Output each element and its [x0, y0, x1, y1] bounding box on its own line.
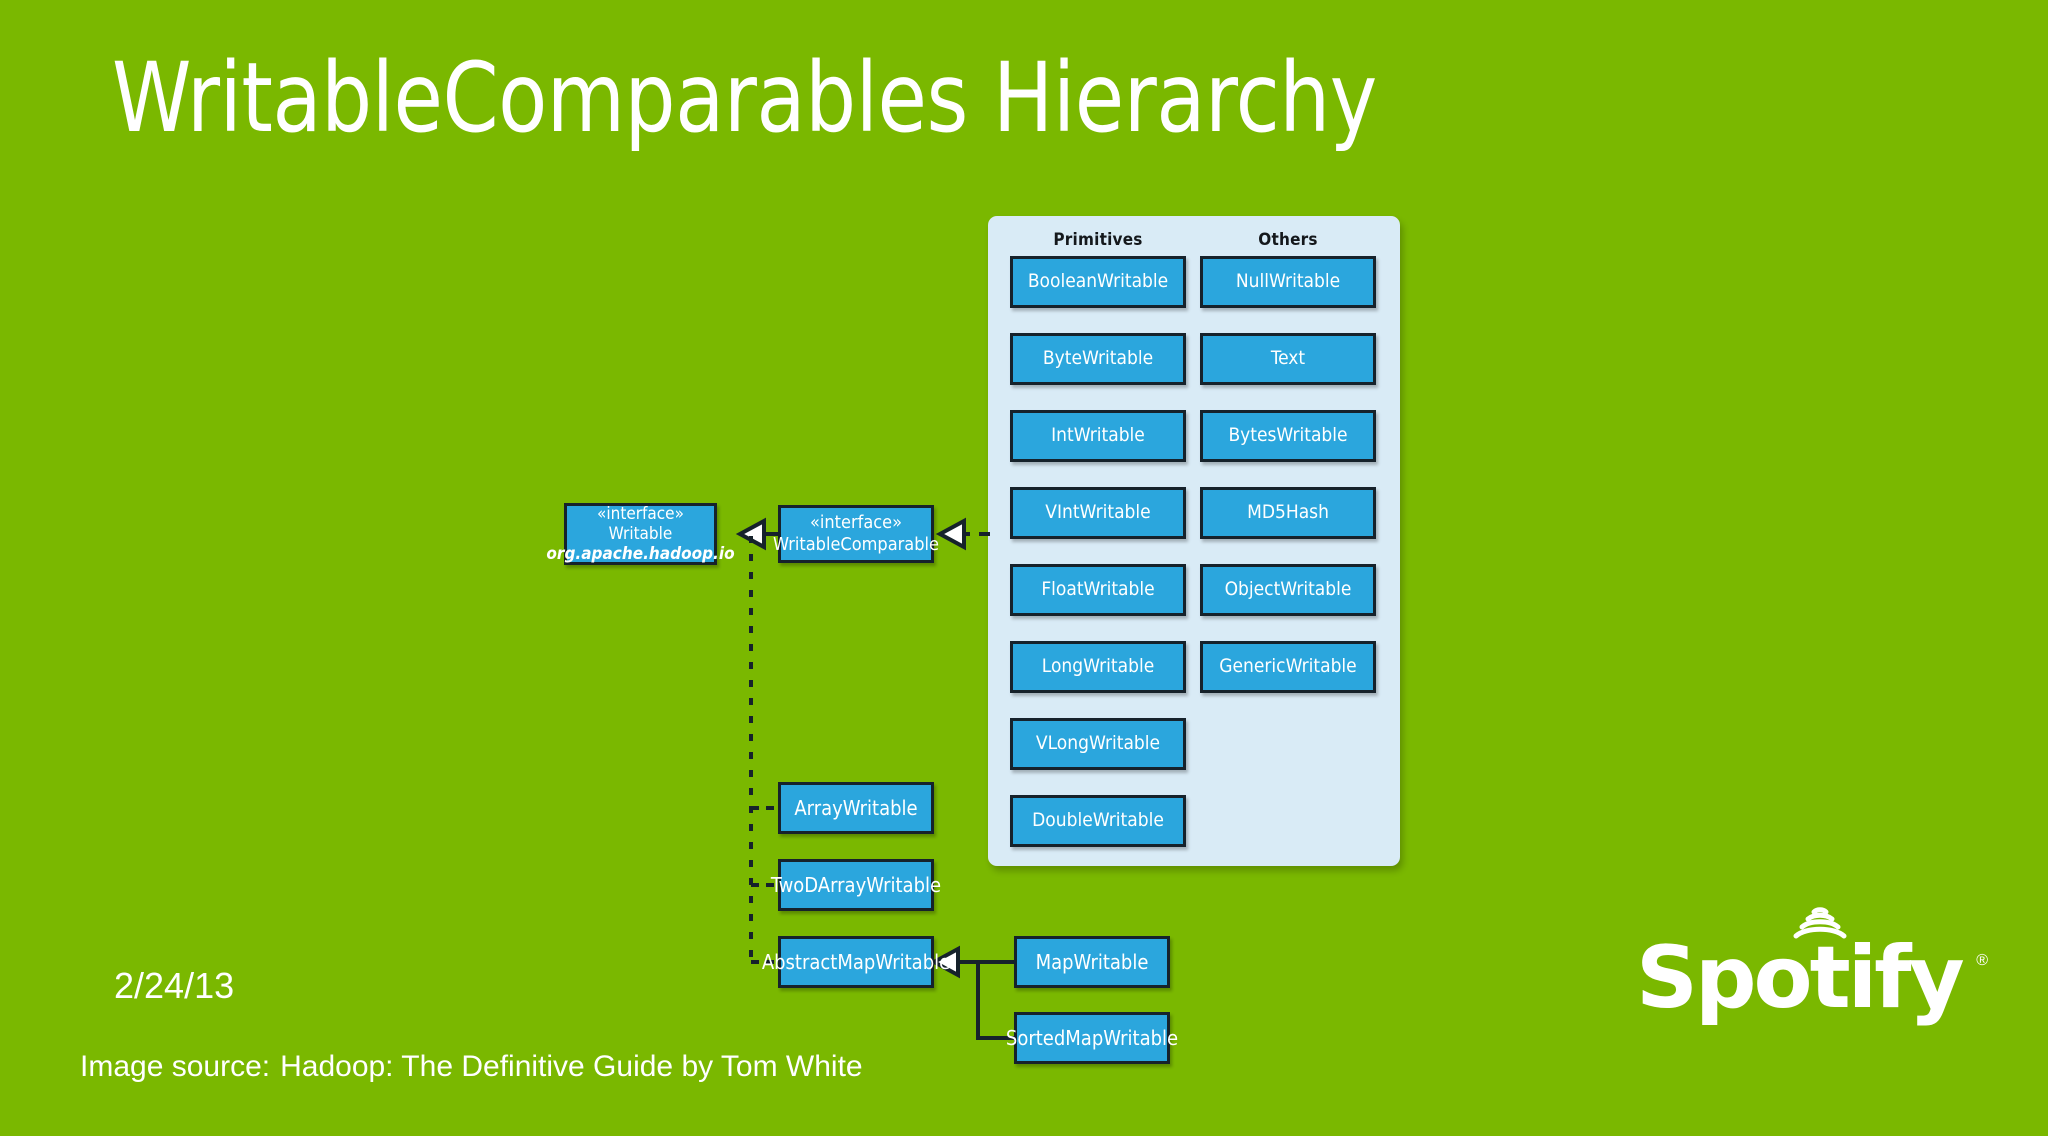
spotify-wifi-arcs-icon: [1793, 907, 1847, 939]
node-twod-array-writable[interactable]: TwoDArrayWritable: [771, 859, 941, 911]
writablecomparable-stereotype: «interface»: [809, 512, 903, 534]
writable-stereotype: «interface»: [597, 503, 684, 524]
column-header-others: Others: [1258, 230, 1318, 250]
page-title: WritableComparables Hierarchy: [112, 42, 1377, 154]
node-float-writable[interactable]: FloatWritable: [1010, 564, 1186, 616]
node-abstract-map-writable[interactable]: AbstractMapWritable: [762, 936, 950, 988]
column-header-primitives: Primitives: [1053, 230, 1143, 250]
node-sorted-map-writable[interactable]: SortedMapWritable: [1006, 1012, 1178, 1064]
node-byte-writable[interactable]: ByteWritable: [1010, 333, 1186, 385]
node-text[interactable]: Text: [1200, 333, 1376, 385]
slide-date: 2/24/13: [114, 965, 235, 1006]
spotify-wordmark: Spotify: [1636, 928, 1965, 1028]
node-vint-writable[interactable]: VIntWritable: [1010, 487, 1186, 539]
node-generic-writable[interactable]: GenericWritable: [1200, 641, 1376, 693]
node-map-writable[interactable]: MapWritable: [1014, 936, 1170, 988]
node-vlong-writable[interactable]: VLongWritable: [1010, 718, 1186, 770]
node-long-writable[interactable]: LongWritable: [1010, 641, 1186, 693]
node-object-writable[interactable]: ObjectWritable: [1200, 564, 1376, 616]
node-md5-hash[interactable]: MD5Hash: [1200, 487, 1376, 539]
arrowhead-generalization-writable: [735, 517, 766, 551]
writable-package: org.apache.hadoop.io: [546, 544, 735, 565]
node-double-writable[interactable]: DoubleWritable: [1010, 795, 1186, 847]
node-array-writable[interactable]: ArrayWritable: [778, 782, 934, 834]
writable-name: Writable: [608, 523, 673, 544]
node-int-writable[interactable]: IntWritable: [1010, 410, 1186, 462]
image-source-credit: Image source: Hadoop: The Definitive Guid…: [80, 1050, 863, 1084]
node-bytes-writable[interactable]: BytesWritable: [1200, 410, 1376, 462]
node-boolean-writable[interactable]: BooleanWritable: [1010, 256, 1186, 308]
node-writable-interface[interactable]: «interface» Writable org.apache.hadoop.i…: [546, 503, 735, 565]
writables-figure-panel: Primitives Others BooleanWritable ByteWr…: [988, 216, 1408, 875]
registered-trademark-icon: ®: [1976, 952, 1988, 969]
image-source-label: Image source:: [80, 1050, 271, 1083]
arrowhead-realization-writablecomparable: [935, 517, 966, 551]
image-source-text: Hadoop: The Definitive Guide by Tom Whit…: [280, 1050, 863, 1083]
writablecomparable-name: WritableComparable: [773, 534, 939, 555]
node-writablecomparable-interface[interactable]: «interface» WritableComparable: [773, 505, 939, 563]
node-null-writable[interactable]: NullWritable: [1200, 256, 1376, 308]
spotify-logo: Spotify ®: [1636, 907, 1988, 1028]
